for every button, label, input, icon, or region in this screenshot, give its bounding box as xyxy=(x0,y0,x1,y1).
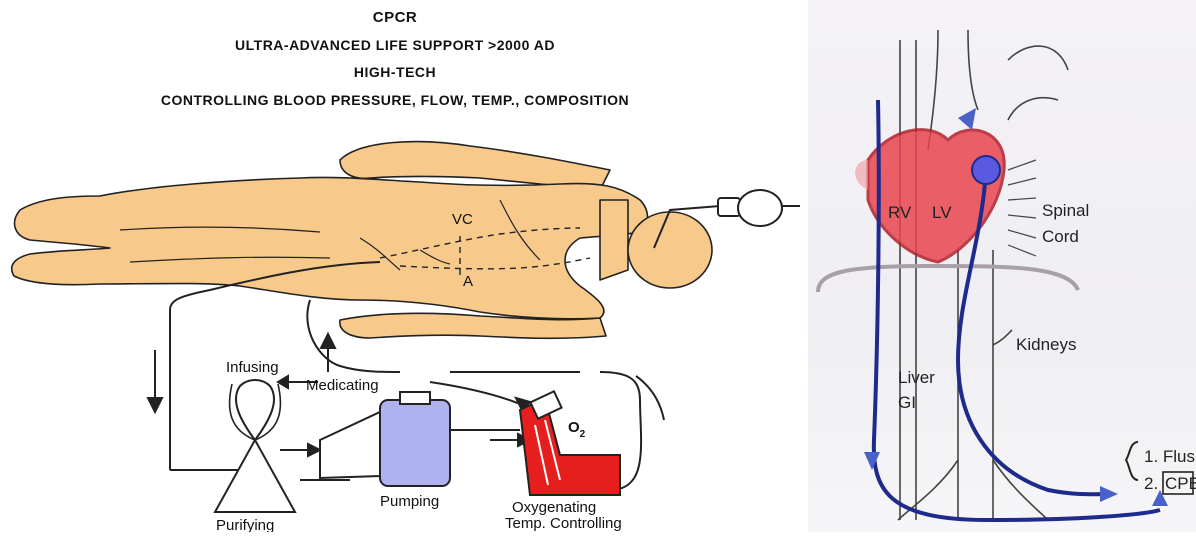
title-line-1: CPCR xyxy=(373,9,418,26)
cpb-diagram-panel: RV LV Spinal Cord Kidneys Liver GI 1. Fl… xyxy=(808,0,1196,532)
spinal-ribs-icon xyxy=(1008,160,1036,256)
flush-label: 1. Flush xyxy=(1144,447,1196,466)
oxygenating-label: Oxygenating xyxy=(512,499,596,516)
lv-label: LV xyxy=(932,203,952,222)
liver-label: Liver xyxy=(898,368,935,387)
oxygenator-icon xyxy=(520,391,620,495)
balloon-icon xyxy=(972,156,1000,184)
cpb-number-label: 2. xyxy=(1144,474,1158,493)
cpcr-diagram-panel: CPCR ULTRA-ADVANCED LIFE SUPPORT >2000 A… xyxy=(0,0,800,532)
infusing-label: Infusing xyxy=(226,359,279,376)
a-label: A xyxy=(463,273,473,290)
title-line-3: HIGH-TECH xyxy=(354,64,436,80)
cpcr-diagram: CPCR ULTRA-ADVANCED LIFE SUPPORT >2000 A… xyxy=(0,0,800,532)
spinal-label: Spinal xyxy=(1042,201,1089,220)
title-line-2: ULTRA-ADVANCED LIFE SUPPORT >2000 AD xyxy=(235,37,555,53)
temp-controlling-label: Temp. Controlling xyxy=(505,515,622,532)
rv-label: RV xyxy=(888,203,912,222)
cord-label: Cord xyxy=(1042,227,1079,246)
o2-label: O2 xyxy=(568,419,586,440)
medicating-label: Medicating xyxy=(306,377,379,394)
cpb-diagram: RV LV Spinal Cord Kidneys Liver GI 1. Fl… xyxy=(808,0,1196,532)
pump-icon xyxy=(320,392,450,486)
purifying-label: Purifying xyxy=(216,517,274,532)
vc-label: VC xyxy=(452,211,473,228)
cpb-label: CPB xyxy=(1165,474,1196,493)
gi-label: GI xyxy=(898,393,916,412)
options-brace xyxy=(1126,442,1138,480)
pumping-label: Pumping xyxy=(380,493,439,510)
title-line-4: CONTROLLING BLOOD PRESSURE, FLOW, TEMP.,… xyxy=(161,92,629,108)
kidneys-label: Kidneys xyxy=(1016,335,1076,354)
patient-body xyxy=(12,142,712,339)
diaphragm xyxy=(818,266,1078,292)
